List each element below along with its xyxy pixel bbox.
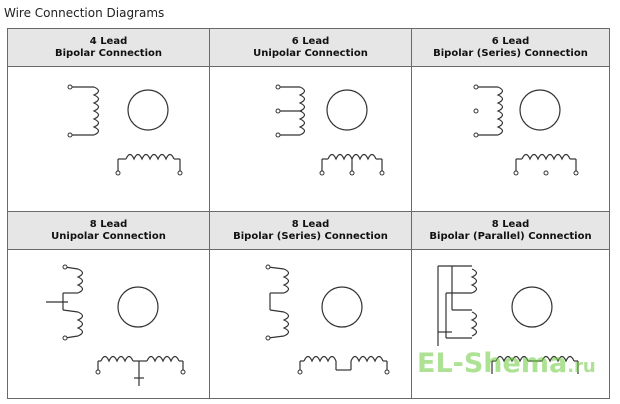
wiring-diagram-svg: [473, 84, 579, 176]
coil-a2: [76, 311, 84, 337]
cell-8-lead-bipolar-parallel: 8 Lead Bipolar (Parallel) Connection: [412, 212, 609, 398]
motor-rotor: [117, 286, 159, 328]
connection-type: Unipolar Connection: [51, 230, 166, 242]
wiring-diagram-svg: [275, 84, 385, 176]
coil-b: [521, 153, 571, 161]
lead-terminal: [379, 170, 385, 176]
coil-a1: [76, 268, 84, 294]
watermark-main: EL-Shema: [417, 348, 568, 379]
lead-terminal: [319, 170, 325, 176]
lead-terminal: [177, 170, 183, 176]
wiring-diagram-svg: [46, 264, 186, 386]
lead-wire: [62, 309, 79, 313]
lead-terminal: [95, 369, 101, 375]
lead-terminal: [473, 84, 479, 90]
lead-terminal: [67, 132, 73, 138]
lead-count: 8 Lead: [491, 218, 530, 230]
connection-type: Bipolar (Series) Connection: [233, 230, 388, 242]
wiring-diagram: [210, 67, 411, 211]
connection-type: Bipolar (Series) Connection: [433, 47, 588, 59]
connection-type: Bipolar (Parallel) Connection: [429, 230, 592, 242]
wiring-diagram: [412, 67, 609, 211]
diagram-table: 4 Lead Bipolar Connection: [7, 28, 610, 399]
cell-8-lead-unipolar: 8 Lead Unipolar Connection: [8, 212, 210, 398]
lead-terminal: [275, 132, 281, 138]
lead-terminal: [275, 108, 281, 114]
wiring-diagram-svg: [67, 84, 183, 176]
cell-header: 8 Lead Bipolar (Series) Connection: [210, 212, 411, 250]
motor-rotor: [519, 89, 561, 131]
wiring-diagram: [210, 250, 411, 398]
lead-count: 8 Lead: [291, 218, 330, 230]
lead-terminal: [62, 264, 68, 270]
motor-rotor: [511, 286, 553, 328]
page-title: Wire Connection Diagrams: [4, 6, 165, 20]
watermark-tld: .ru: [567, 356, 596, 377]
cell-header: 6 Lead Bipolar (Series) Connection: [412, 29, 609, 67]
lead-terminal: [473, 132, 479, 138]
series-link: [269, 309, 285, 313]
cell-6-lead-bipolar-series: 6 Lead Bipolar (Series) Connection: [412, 29, 609, 212]
cell-header: 8 Lead Unipolar Connection: [8, 212, 209, 250]
lead-count: 4 Lead: [89, 35, 128, 47]
lead-terminal: [180, 369, 186, 375]
cell-header: 8 Lead Bipolar (Parallel) Connection: [412, 212, 609, 250]
connection-type: Unipolar Connection: [253, 47, 368, 59]
cell-header: 6 Lead Unipolar Connection: [210, 29, 411, 67]
coil-b: [327, 153, 377, 161]
wiring-diagram: [8, 250, 209, 398]
lead-count: 6 Lead: [491, 35, 530, 47]
coil-a: [92, 86, 100, 136]
cell-6-lead-unipolar: 6 Lead Unipolar Connection: [210, 29, 412, 212]
lead-terminal: [265, 264, 271, 270]
motor-rotor: [321, 286, 363, 328]
motor-rotor: [326, 89, 368, 131]
lead-terminal: [115, 170, 121, 176]
lead-terminal: [543, 170, 549, 176]
wiring-diagram-svg: [437, 265, 579, 374]
cell-8-lead-bipolar-series: 8 Lead Bipolar (Series) Connection: [210, 212, 412, 398]
lead-terminal: [265, 335, 271, 341]
motor-rotor: [127, 89, 169, 131]
coil-b2: [146, 355, 180, 363]
coil-a: [496, 86, 504, 136]
lead-terminal: [349, 170, 355, 176]
lead-terminal: [67, 84, 73, 90]
wiring-diagram-svg: [265, 264, 390, 375]
lead-terminal: [275, 84, 281, 90]
lead-terminal: [62, 335, 68, 341]
coil-a1: [282, 268, 290, 294]
coil-a1: [470, 268, 478, 294]
lead-wire: [267, 335, 285, 339]
lead-count: 6 Lead: [291, 35, 330, 47]
coil-a2: [470, 311, 478, 337]
coil-b2: [541, 355, 575, 363]
connection-type: Bipolar Connection: [54, 47, 163, 59]
lead-terminal: [513, 170, 519, 176]
cell-4-lead-bipolar: 4 Lead Bipolar Connection: [8, 29, 210, 212]
lead-terminal: [573, 170, 579, 176]
wiring-diagram: [8, 67, 209, 211]
cell-header: 4 Lead Bipolar Connection: [8, 29, 209, 67]
site-watermark: EL-Shema.ru: [417, 348, 596, 379]
coil-b1: [303, 355, 337, 363]
lead-terminal: [384, 369, 390, 375]
lead-terminal: [473, 108, 479, 114]
coil-a2: [282, 311, 290, 337]
coil-b: [125, 153, 175, 161]
lead-terminal: [297, 369, 303, 375]
coil-b1: [100, 355, 134, 363]
lead-wire: [267, 266, 285, 270]
wiring-diagram: [412, 250, 609, 398]
coil-b1: [495, 355, 529, 363]
coil-b2: [350, 355, 384, 363]
lead-count: 8 Lead: [89, 218, 128, 230]
